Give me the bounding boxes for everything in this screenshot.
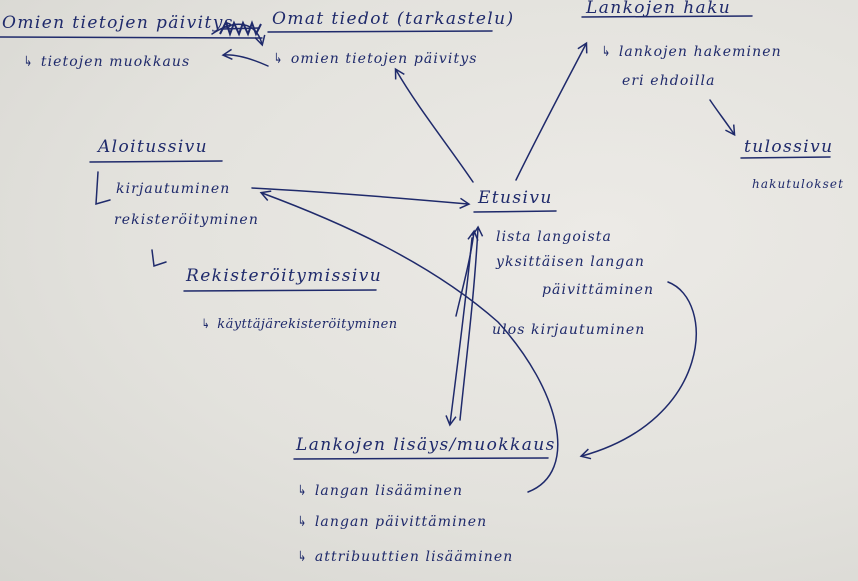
- hook-arrow-icon: ↳: [297, 483, 307, 499]
- scribble-out-mark: [219, 20, 262, 38]
- node-etusivu-item: päivittäminen: [542, 282, 655, 298]
- node-omien-paivitys-item: ↳tietojen muokkaus: [23, 54, 191, 70]
- arrow-lisays-to-etusivu: [459, 225, 484, 421]
- arrow-etusivu-to-omat-tiedot: [394, 67, 474, 183]
- underline-lankojen-haku: [581, 15, 753, 18]
- node-omat-tiedot-title: Omat tiedot (tarkastelu): [272, 9, 515, 29]
- arrow-haku-to-tulossivu: [709, 99, 736, 137]
- hook-arrow-icon: ↳: [201, 317, 210, 332]
- underline-lankojen-lisays: [293, 457, 549, 460]
- hook-arrow-icon: ↳: [297, 514, 307, 530]
- underline-omien-paivitys: [0, 36, 263, 39]
- arrow-omat-tiedot-to-paivitys: [221, 48, 269, 67]
- node-etusivu-item: yksittäisen langan: [496, 254, 646, 270]
- node-rekisteroitymissivu-item: ↳käyttäjärekisteröityminen: [201, 317, 398, 332]
- arrow-kayttaja-to-etusivu: [455, 229, 479, 317]
- node-etusivu-item: lista langoista: [496, 229, 612, 245]
- node-tulossivu-title: tulossivu: [744, 137, 834, 157]
- node-lankojen-haku-title: Lankojen haku: [586, 0, 732, 18]
- node-aloitussivu-item: rekisteröityminen: [114, 212, 259, 228]
- underline-omat-tiedot: [267, 30, 493, 33]
- hook-arrow-icon: ↳: [297, 549, 307, 565]
- hook-arrow-icon: ↳: [273, 51, 283, 67]
- arrow-etusivu-to-lankojen-haku: [515, 41, 588, 181]
- node-aloitussivu-item: kirjautuminen: [116, 181, 231, 197]
- underline-aloitussivu: [89, 160, 223, 163]
- hook-aloitussivu: [95, 171, 111, 206]
- node-lankojen-lisays-item: ↳langan lisääminen: [297, 483, 464, 499]
- node-rekisteroitymissivu-title: Rekisteröitymissivu: [186, 266, 383, 286]
- node-lankojen-lisays-title: Lankojen lisäys/muokkaus: [296, 435, 556, 455]
- arrow-lisays-to-aloitussivu: [259, 190, 559, 493]
- hook-arrow-icon: ↳: [23, 54, 33, 70]
- node-tulossivu-item: hakutulokset: [752, 177, 845, 191]
- node-lankojen-lisays-item: ↳attribuuttien lisääminen: [297, 549, 514, 565]
- underline-tulossivu: [740, 156, 831, 159]
- node-aloitussivu-title: Aloitussivu: [98, 137, 209, 157]
- node-lankojen-lisays-item: ↳langan päivittäminen: [297, 514, 488, 530]
- node-omien-paivitys-title: Omien tietojen päivitys: [2, 13, 234, 33]
- hook-rekisteroityminen: [151, 249, 167, 268]
- arrow-aloitussivu-to-etusivu: [251, 187, 471, 209]
- underline-rekisteroitymissivu: [183, 289, 377, 292]
- node-omat-tiedot-item: ↳omien tietojen päivitys: [273, 51, 478, 67]
- node-lankojen-haku-item: eri ehdoilla: [622, 73, 716, 89]
- arrow-paivittaminen-to-lisays: [579, 281, 697, 460]
- node-etusivu-title: Etusivu: [478, 188, 553, 208]
- hook-arrow-icon: ↳: [601, 44, 611, 60]
- node-lankojen-haku-item: ↳lankojen hakeminen: [601, 44, 782, 60]
- underline-etusivu: [473, 210, 557, 213]
- node-etusivu-item: ulos kirjautuminen: [492, 322, 646, 338]
